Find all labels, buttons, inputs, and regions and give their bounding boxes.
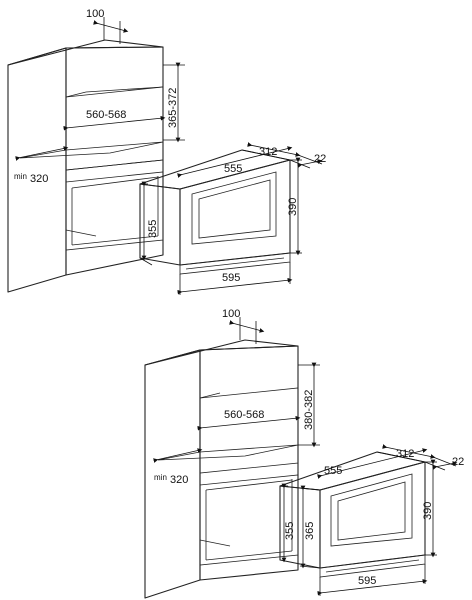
top-dim-min-depth: 320 [30,173,48,185]
bottom-dim-front-width: 595 [358,575,376,587]
top-dim-front-thickness: 22 [314,153,326,165]
top-dim-top-depth: 100 [86,8,104,20]
bottom-oven [279,451,426,578]
top-dim-niche-width: 560-568 [86,109,126,121]
bottom-cabinet [144,339,299,599]
bottom-dimensions [153,317,458,596]
top-dim-oven-depth: 312 [259,146,277,158]
bottom-dim-oven-height: 390 [422,502,434,520]
bottom-dim-min-prefix: min [154,473,167,482]
bottom-dim-front-thickness: 22 [452,456,464,468]
top-dim-oven-front-height: 355 [147,220,159,238]
bottom-dim-oven-front-height: 355 [284,522,296,540]
bottom-dim-min-depth: 320 [170,474,188,486]
top-dim-oven-height: 390 [287,198,299,216]
bottom-diagram: 100 560-568 380-382 min 320 555 312 22 3… [144,308,464,599]
bottom-dim-oven-width: 555 [324,465,342,477]
bottom-dim-top-depth: 100 [222,308,240,320]
top-dim-niche-height: 365-372 [167,88,179,128]
top-diagram: 100 560-568 365-372 min 320 555 312 22 3… [7,8,326,295]
bottom-dim-oven-depth: 312 [396,448,414,460]
top-dim-front-width: 595 [222,272,240,284]
bottom-dim-niche-width: 560-568 [224,409,264,421]
top-dimensions [15,17,323,295]
bottom-dim-oven-inner-height: 365 [304,522,316,540]
top-dim-oven-width: 555 [224,163,242,175]
top-dim-min-prefix: min [14,172,27,181]
bottom-dim-niche-height: 380-382 [303,390,315,430]
